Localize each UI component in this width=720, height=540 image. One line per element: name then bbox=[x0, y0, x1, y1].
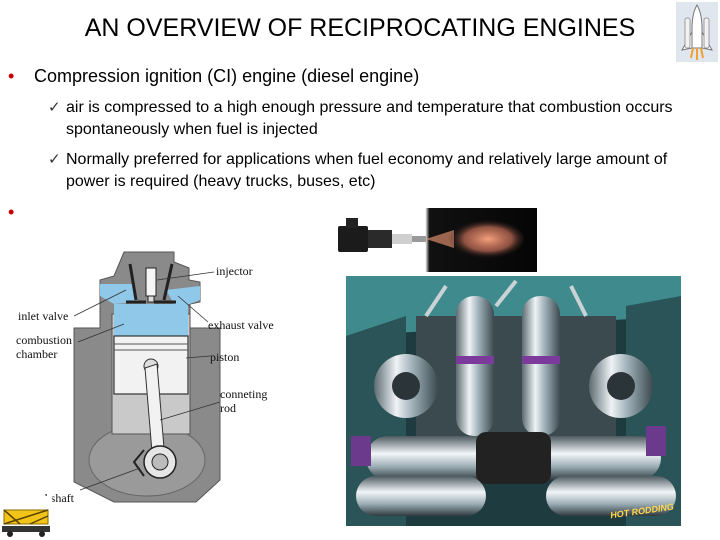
space-shuttle-icon bbox=[676, 2, 718, 62]
label-piston: piston bbox=[210, 350, 239, 364]
label-connecting-rod-2: rod bbox=[220, 401, 236, 415]
engine-bay-photo bbox=[346, 276, 681, 526]
label-injector: injector bbox=[216, 264, 253, 278]
label-combustion-chamber-1: combustion bbox=[16, 333, 72, 347]
sub-bullet-text: air is compressed to a high enough press… bbox=[66, 99, 673, 138]
label-inlet-valve: inlet valve bbox=[18, 309, 68, 323]
bullet-text: Compression ignition (CI) engine (diesel… bbox=[34, 66, 420, 86]
bullet-marker: • bbox=[8, 66, 15, 86]
label-exhaust-valve: exhaust valve bbox=[208, 318, 274, 332]
slide-title: AN OVERVIEW OF RECIPROCATING ENGINES bbox=[84, 14, 636, 42]
bullet-marker: • bbox=[8, 202, 15, 222]
check-icon: ✓ bbox=[48, 99, 61, 116]
logo-icon bbox=[0, 496, 52, 538]
label-combustion-chamber-2: chamber bbox=[16, 347, 57, 361]
label-connecting-rod-1: conneting bbox=[220, 387, 267, 401]
fuel-spray-image bbox=[334, 208, 537, 272]
sub-bullet-text: Normally preferred for applications when… bbox=[66, 151, 668, 190]
engine-cross-section-diagram: injector inlet valve exhaust valve combu… bbox=[16, 251, 274, 505]
check-icon: ✓ bbox=[48, 151, 61, 168]
